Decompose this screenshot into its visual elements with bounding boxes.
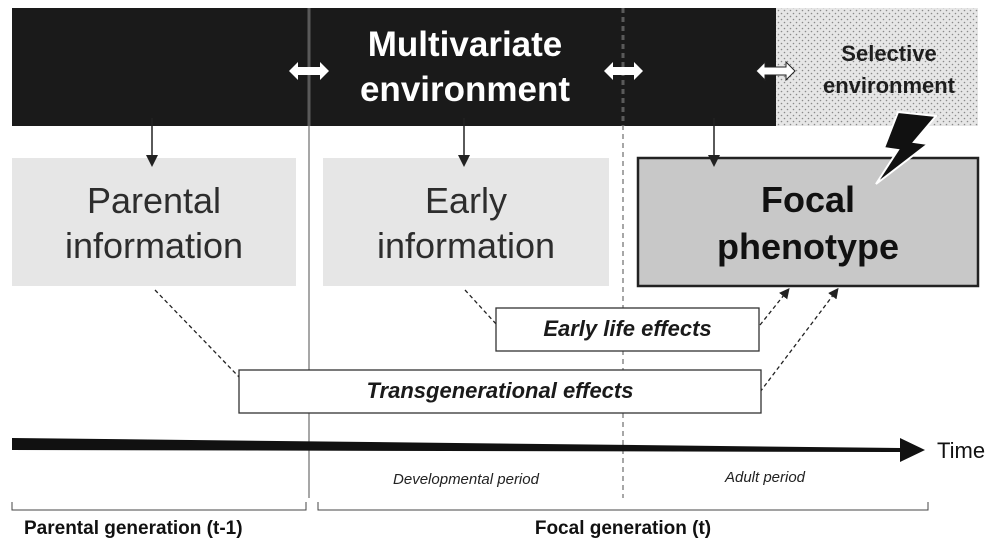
parental-line1: Parental bbox=[86, 180, 222, 221]
selective-title-line1: Selective bbox=[841, 41, 937, 66]
adult-period-label: Adult period bbox=[724, 469, 806, 486]
selective-environment-title: Selective environment bbox=[800, 38, 978, 102]
double-arrow-icon bbox=[604, 62, 643, 80]
early-life-connector bbox=[464, 289, 498, 326]
double-arrow-icon bbox=[755, 60, 796, 82]
parental-line2: information bbox=[64, 225, 244, 266]
environment-title-line1: Multivariate bbox=[367, 25, 563, 64]
focal-line1: Focal bbox=[760, 179, 856, 220]
parental-generation-label: Parental generation (t-1) bbox=[24, 518, 243, 539]
developmental-period-label: Developmental period bbox=[393, 471, 539, 488]
focal-generation-label: Focal generation (t) bbox=[534, 518, 712, 539]
parental-information-box bbox=[12, 158, 296, 286]
focal-phenotype-box bbox=[636, 156, 980, 288]
time-arrow bbox=[12, 438, 925, 462]
focal-line2: phenotype bbox=[716, 226, 899, 267]
double-arrow-icon bbox=[289, 62, 329, 80]
transgenerational-effect-arrow bbox=[759, 287, 839, 393]
early-information-label: Early information bbox=[323, 178, 609, 268]
parental-information-label: Parental information bbox=[12, 178, 296, 268]
selective-environment-box bbox=[776, 8, 978, 126]
early-line2: information bbox=[376, 225, 556, 266]
environment-title: Multivariate environment bbox=[330, 22, 600, 112]
early-line1: Early bbox=[424, 180, 508, 221]
transgenerational-connector bbox=[154, 289, 241, 379]
focal-generation-bracket bbox=[317, 502, 929, 511]
selective-title-line2: environment bbox=[822, 73, 956, 98]
transgenerational-effects-label: Transgenerational effects bbox=[366, 378, 634, 403]
focal-phenotype-label: Focal phenotype bbox=[638, 176, 978, 270]
parental-generation-bracket bbox=[11, 502, 307, 511]
time-label: Time bbox=[937, 438, 986, 463]
early-life-effects-box bbox=[495, 307, 760, 352]
early-life-effects-label: Early life effects bbox=[543, 316, 712, 341]
early-life-effect-arrow bbox=[759, 287, 790, 326]
environment-title-line2: environment bbox=[359, 70, 571, 109]
lightning-bolt-icon bbox=[875, 110, 938, 185]
environment-band bbox=[12, 8, 776, 126]
transgenerational-effects-box bbox=[238, 369, 762, 414]
early-information-box bbox=[323, 158, 609, 286]
